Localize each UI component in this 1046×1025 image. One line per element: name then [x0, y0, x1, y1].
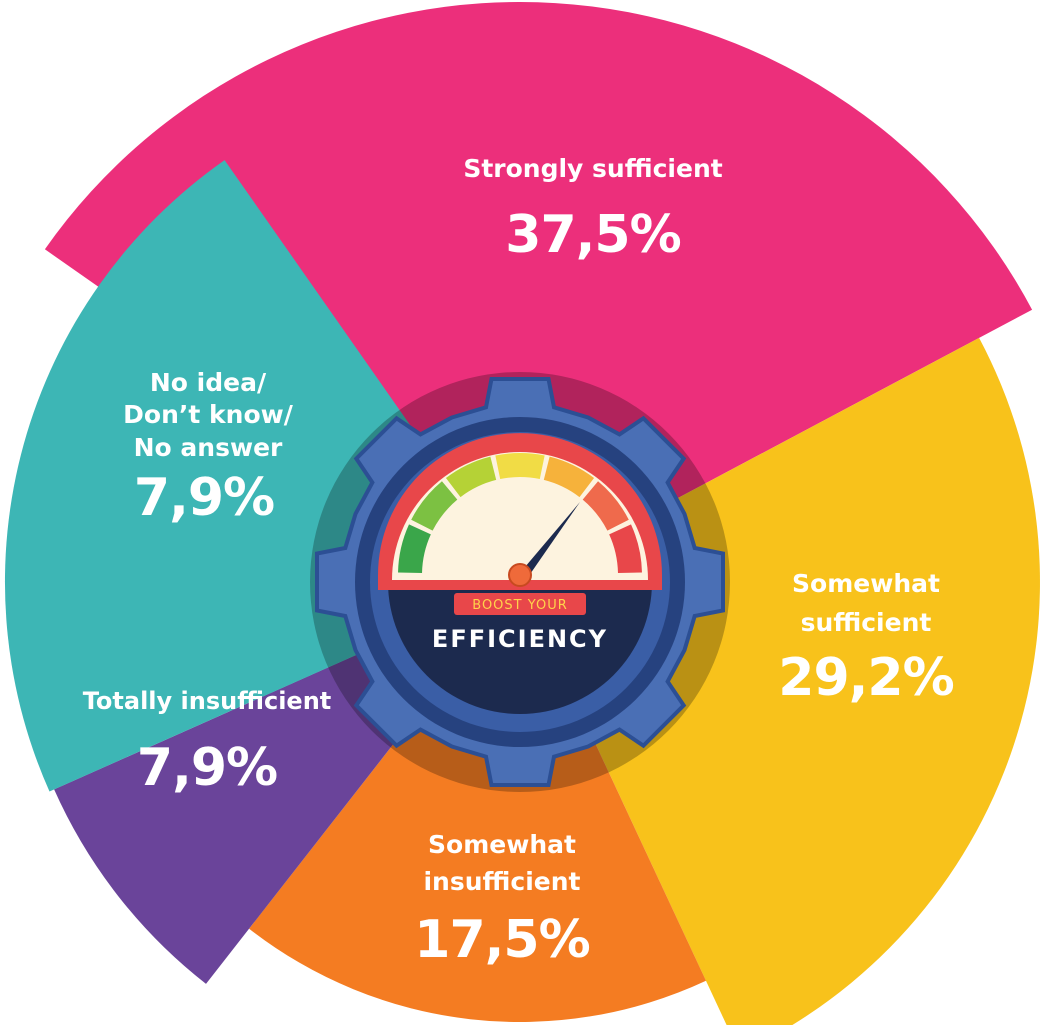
- label-no-idea: No idea/ Don’t know/ No answer 7,9%: [123, 368, 294, 528]
- gauge-pivot: [508, 563, 532, 587]
- category-label: Somewhat: [428, 830, 576, 859]
- label-strongly-sufficient: Strongly sufficient 37,5%: [463, 154, 722, 265]
- category-label: No answer: [134, 433, 283, 462]
- gauge-segment: [411, 481, 458, 531]
- label-totally-insufficient: Totally insufficient 7,9%: [83, 687, 332, 798]
- category-label: insufficient: [423, 867, 580, 896]
- gauge-segment: [609, 524, 642, 573]
- slice-somewhat-insufficient: [249, 582, 706, 1023]
- category-label: Totally insufficient: [83, 687, 332, 715]
- value-label: 17,5%: [414, 910, 589, 970]
- efficiency-gauge-badge: BOOST YOUR EFFICIENCY: [310, 372, 730, 792]
- slice-somewhat-sufficient: [520, 337, 1040, 1025]
- label-somewhat-sufficient: Somewhat sufficient 29,2%: [778, 569, 954, 708]
- category-label: Strongly sufficient: [463, 154, 722, 183]
- value-label: 7,9%: [137, 738, 277, 798]
- gauge-segment: [445, 456, 497, 498]
- value-label: 7,9%: [134, 468, 274, 528]
- category-label: sufficient: [801, 608, 932, 637]
- pie-slices: [4, 1, 1040, 1025]
- gauge-segment: [582, 481, 629, 531]
- boost-text: BOOST YOUR: [472, 598, 568, 613]
- category-label: No idea/: [150, 368, 267, 397]
- gauge-segment: [398, 524, 431, 573]
- efficiency-text: EFFICIENCY: [432, 625, 608, 653]
- label-somewhat-insufficient: Somewhat insufficient 17,5%: [414, 830, 590, 970]
- gauge-segments: [398, 453, 642, 573]
- gauge-needle: [514, 502, 580, 580]
- gauge-segment: [543, 456, 595, 498]
- boost-banner: [454, 593, 586, 615]
- category-label: Somewhat: [792, 569, 940, 598]
- gauge-segment: [495, 453, 545, 480]
- value-label: 37,5%: [505, 205, 680, 265]
- category-label: Don’t know/: [123, 400, 294, 429]
- slice-strongly-sufficient: [44, 1, 1033, 583]
- value-label: 29,2%: [778, 648, 953, 708]
